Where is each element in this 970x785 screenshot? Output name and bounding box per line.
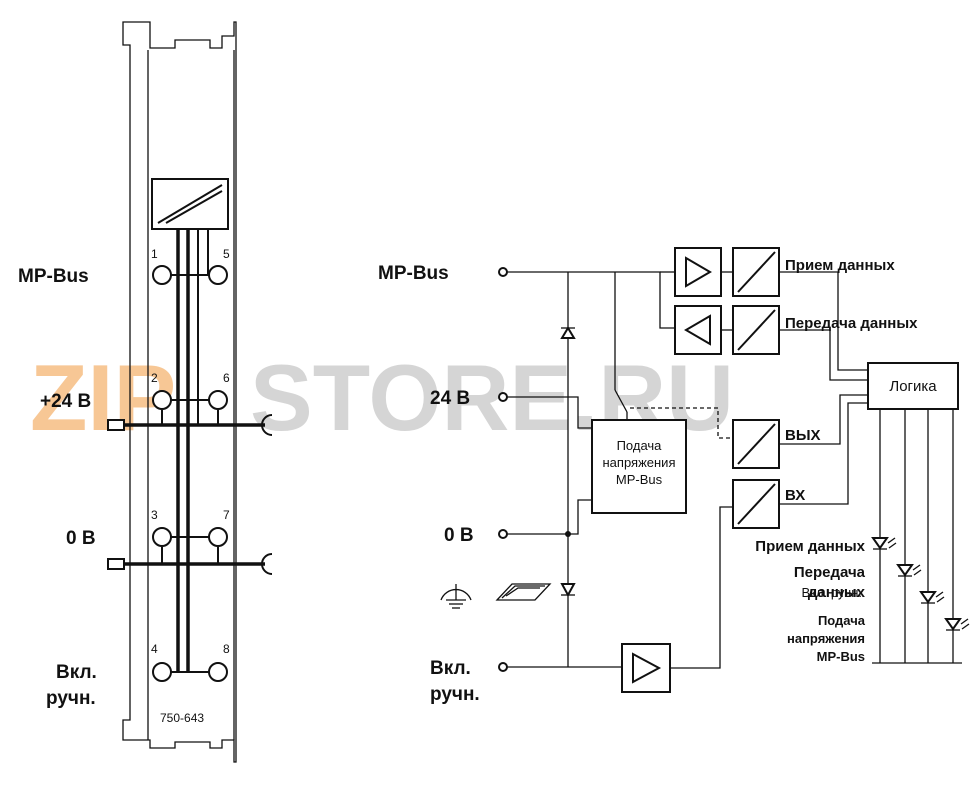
tx-isolator-diag [737,309,776,351]
terminal-3 [152,527,172,547]
out-to-logic [779,394,868,445]
power-label-2: напряжения [603,455,676,470]
terminal-number: 4 [151,642,158,656]
terminal-2 [152,390,172,410]
rx-isolator-diag [737,251,776,293]
jumper-contact-left-0v [107,558,125,570]
terminal-number: 3 [151,508,158,522]
in-isolator-diag [737,483,776,525]
label-manual-1: Вкл. [56,662,97,683]
jumper-contact-left-24v [107,419,125,431]
terminal-8 [208,662,228,682]
terminal-number: 7 [223,508,230,522]
label-plus24v: +24 В [40,391,91,412]
terminal-5 [208,265,228,285]
label-0v: 0 В [66,528,96,549]
part-number: 750-643 [160,711,204,725]
led-transmit [896,564,922,577]
input-label-manual-1: Вкл. [430,658,471,679]
led-label-power-2: напряжения [787,631,865,646]
label-mpbus: MP-Bus [18,266,89,287]
converter-diagonal-2 [165,190,223,224]
led-label-power-1: Подача [818,613,866,628]
logic-block [867,362,959,410]
converter-block [151,178,229,230]
label-manual-2: ручн. [46,688,96,709]
terminal-number: 6 [223,371,230,385]
out-isolator-diag [737,423,776,465]
led-label-transmit-2: данных [808,584,866,601]
terminal-number: 1 [151,247,158,261]
power-label-3: MP-Bus [616,472,663,487]
power-dashed-link [630,407,733,439]
in-to-logic [779,402,868,505]
signal-transmit-label: Передача данных [785,315,918,332]
terminal-7 [208,527,228,547]
v0-to-power [568,499,592,535]
terminal-4 [152,662,172,682]
tx-amplifier [674,305,722,355]
terminal-6 [208,390,228,410]
input-label-0v: 0 В [444,525,474,546]
led-receive [871,537,897,550]
led-power [944,618,970,631]
in-label: ВХ [785,487,805,504]
power-supply-block [591,419,687,514]
input-terminal-manual [498,662,508,672]
jumper-contact-right-0v [261,553,273,575]
input-terminal-0v [498,529,508,539]
input-label-24v: 24 В [430,388,470,409]
led-label-manual: Вкл. ручн. [802,585,862,600]
power-label-1: Подача [617,438,663,453]
right-schematic: MP-Bus 24 В 0 В Вкл. ручн. Подача напряж… [378,247,970,705]
watermark-zip: ZIP [30,345,176,450]
terminal-number: 2 [151,371,158,385]
manual-to-in [670,506,733,669]
input-terminal-mpbus [498,267,508,277]
ground-icon [440,584,472,609]
manual-amp-triangle [632,652,662,684]
rx-to-logic [779,271,868,371]
logic-label: Логика [889,378,937,395]
led-label-receive: Прием данных [755,538,865,555]
jumper-contact-right-24v [261,414,273,436]
diode-lower [560,583,576,598]
input-label-mpbus: MP-Bus [378,263,449,284]
mpbus-line [507,271,675,329]
terminal-number: 8 [223,642,230,656]
tx-to-logic [779,329,868,381]
terminal-1 [152,265,172,285]
mpbus-switch [614,389,628,413]
rx-triangle [685,256,712,288]
led-label-transmit-1: Передача [794,564,866,581]
led-label-power-3: MP-Bus [817,649,865,664]
terminal-number: 5 [223,247,230,261]
din-rail-icon [495,583,552,601]
tx-triangle [684,314,711,346]
signal-receive-label: Прием данных [785,257,895,274]
input-terminal-24v [498,392,508,402]
v24-line [507,396,592,429]
left-module: 1 5 2 6 3 7 4 8 750-643 MP-Bus +24 В 0 В… [18,21,273,763]
led-manual [919,591,945,604]
input-label-manual-2: ручн. [430,684,480,705]
converter-diagonal-1 [157,184,223,224]
out-label: ВЫХ [785,427,821,444]
diode-upper [560,326,576,339]
